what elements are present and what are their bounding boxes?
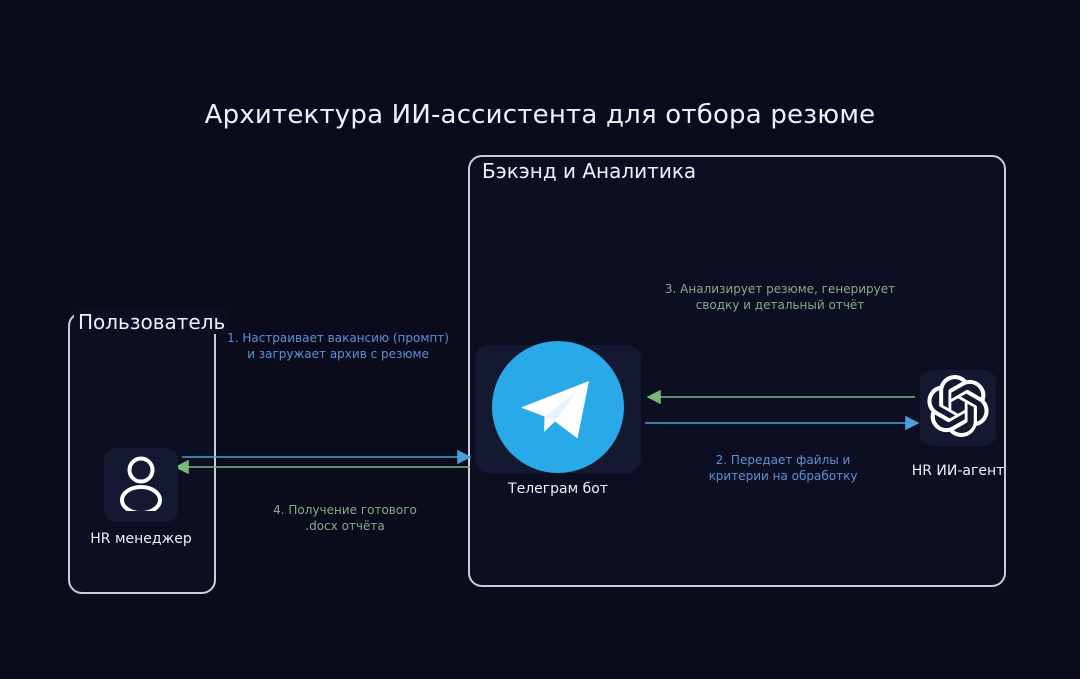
edge-label-1-line2: и загружает архив с резюме bbox=[247, 347, 429, 361]
node-hr-manager-caption: HR менеджер bbox=[90, 531, 192, 547]
edge-label-4-line2: .docx отчёта bbox=[305, 519, 385, 533]
node-telegram-bot bbox=[475, 341, 641, 473]
openai-icon bbox=[927, 375, 989, 441]
edge-label-4: 4. Получение готового .docx отчёта bbox=[250, 502, 440, 534]
edge-label-1: 1. Настраивает вакансию (промпт) и загру… bbox=[213, 330, 463, 362]
telegram-icon bbox=[492, 341, 624, 477]
edge-label-3: 3. Анализирует резюме, генерирует сводку… bbox=[650, 281, 910, 313]
node-telegram-bot-caption: Телеграм бот bbox=[508, 481, 608, 497]
edge-label-2: 2. Передает файлы и критерии на обработк… bbox=[688, 452, 878, 484]
edge-label-1-line1: 1. Настраивает вакансию (промпт) bbox=[227, 331, 449, 345]
page-title: Архитектура ИИ-ассистента для отбора рез… bbox=[204, 100, 876, 130]
node-hr-manager bbox=[104, 448, 178, 522]
edge-label-2-line1: 2. Передает файлы и bbox=[715, 453, 851, 467]
group-backend-label: Бэкэнд и Аналитика bbox=[478, 159, 701, 183]
edge-label-3-line2: сводку и детальный отчёт bbox=[695, 298, 865, 312]
person-icon bbox=[114, 455, 168, 515]
edge-label-3-line1: 3. Анализирует резюме, генерирует bbox=[664, 282, 896, 296]
node-ai-agent-caption: HR ИИ-агент bbox=[911, 463, 1005, 479]
group-user-label: Пользователь bbox=[74, 310, 230, 334]
edge-label-2-line2: критерии на обработку bbox=[708, 469, 858, 483]
node-ai-agent bbox=[920, 370, 996, 446]
edge-label-4-line1: 4. Получение готового bbox=[273, 503, 417, 517]
